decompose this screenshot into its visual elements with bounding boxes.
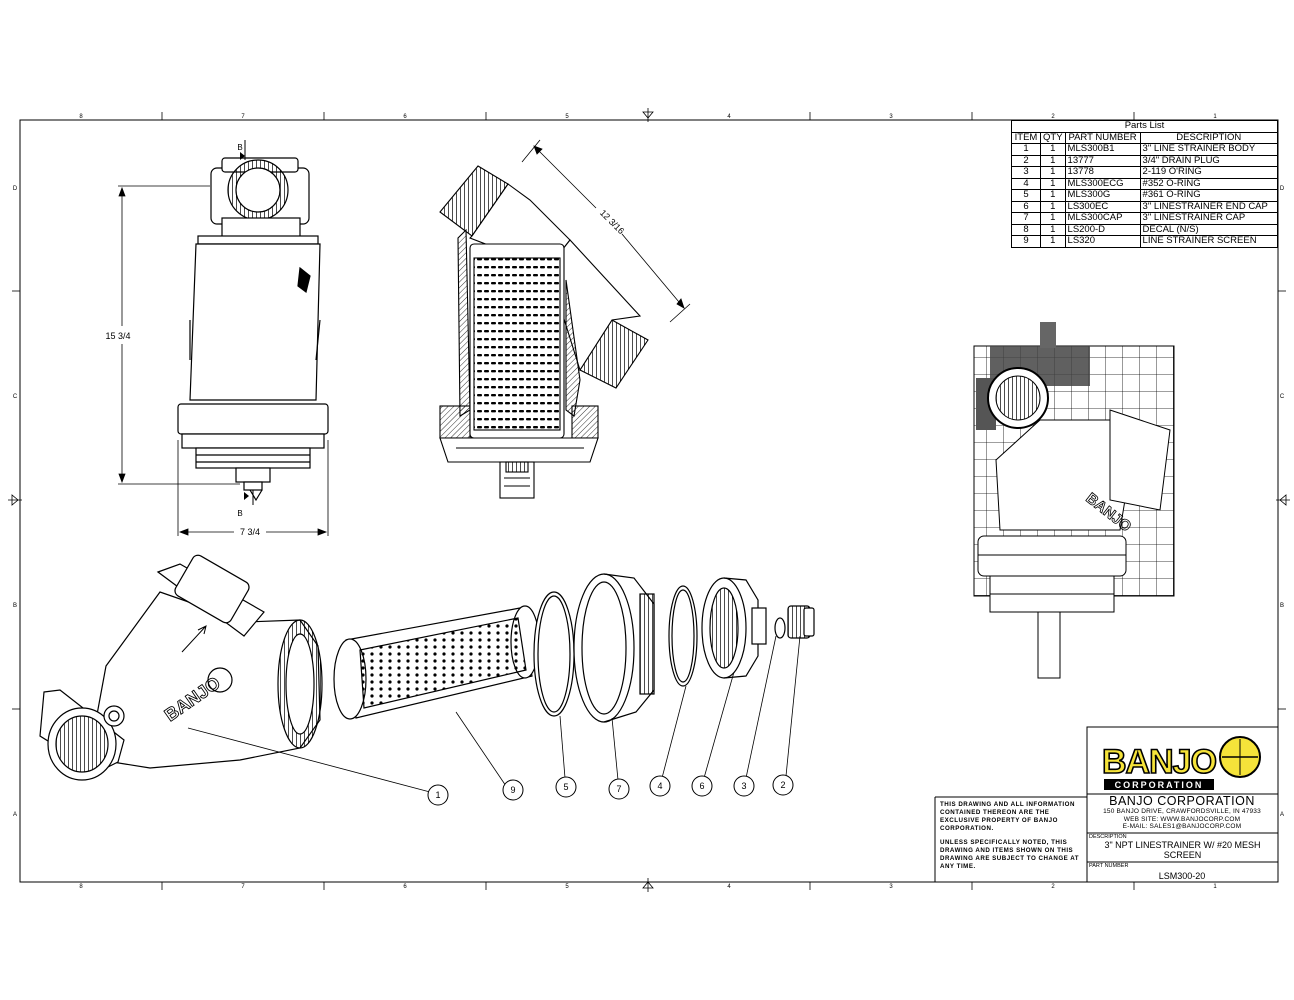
exploded-view — [39, 554, 815, 781]
zone-row-label: C — [13, 394, 18, 400]
part-number-label: PART NUMBER — [1089, 863, 1129, 869]
section-mark-top: B — [237, 143, 242, 152]
front-view — [177, 140, 329, 505]
zone-row-label: D — [1280, 186, 1285, 192]
zone-col-label: 8 — [79, 114, 83, 120]
zone-row-label: B — [1280, 603, 1284, 609]
zone-col-label: 8 — [79, 884, 83, 890]
zone-col-label: 3 — [889, 884, 893, 890]
zone-col-label: 3 — [889, 114, 893, 120]
height-dimension — [118, 185, 240, 485]
svg-text:1: 1 — [435, 790, 440, 800]
svg-text:3: 3 — [741, 781, 746, 791]
width-dimension — [177, 440, 329, 536]
balloon-7: 7 — [608, 778, 630, 800]
zone-ticks — [12, 112, 1286, 890]
zone-row-label: C — [1280, 394, 1285, 400]
balloon-5: 5 — [555, 776, 577, 798]
balloon-1: 1 — [427, 784, 449, 806]
zone-col-label: 4 — [727, 884, 731, 890]
leader-lines — [187, 635, 801, 793]
parts-list-title: Parts List — [1011, 120, 1278, 133]
zone-col-label: 5 — [565, 884, 569, 890]
banjo-logo: BANJO CORPORATION — [1101, 736, 1261, 790]
height-dimension-label: 15 3/4 — [105, 331, 130, 341]
proprietary-notice: THIS DRAWING AND ALL INFORMATION CONTAIN… — [940, 801, 1085, 877]
zone-row-label: B — [13, 603, 17, 609]
balloon-2: 2 — [772, 774, 794, 796]
zone-col-label: 1 — [1213, 114, 1217, 120]
zone-col-label: 1 — [1213, 884, 1217, 890]
section-view — [439, 165, 649, 499]
notice-change: UNLESS SPECIFICALLY NOTED, THIS DRAWING … — [940, 839, 1080, 870]
diagonal-dimension-label: 12 3/16 — [598, 208, 626, 236]
zone-col-label: 7 — [241, 114, 245, 120]
notice-property: THIS DRAWING AND ALL INFORMATION CONTAIN… — [940, 801, 1075, 832]
balloon-9: 9 — [502, 779, 524, 801]
zone-col-label: 2 — [1051, 884, 1055, 890]
svg-text:9: 9 — [510, 785, 515, 795]
sheet-border — [19, 119, 1279, 883]
center-marks — [8, 108, 1290, 892]
balloon-6: 6 — [691, 775, 713, 797]
zone-col-label: 5 — [565, 114, 569, 120]
zone-col-label: 6 — [403, 884, 407, 890]
svg-text:5: 5 — [563, 782, 568, 792]
svg-text:7: 7 — [616, 784, 621, 794]
logo-wordmark: BANJO — [1102, 743, 1217, 781]
company-email: E-MAIL: SALES1@BANJOCORP.COM — [1122, 823, 1242, 830]
isometric-view — [973, 322, 1175, 679]
section-mark-bottom: B — [237, 509, 242, 518]
balloon-3: 3 — [733, 775, 755, 797]
description-label: DESCRIPTION — [1089, 834, 1127, 840]
diagonal-dimension — [521, 139, 691, 323]
svg-text:4: 4 — [657, 781, 662, 791]
zone-col-label: 4 — [727, 114, 731, 120]
zone-col-label: 6 — [403, 114, 407, 120]
title-block-frame — [934, 726, 1279, 883]
logo-subtitle: CORPORATION — [1115, 780, 1204, 790]
header-part-number: PART NUMBER — [1064, 131, 1141, 144]
header-item: ITEM — [1011, 131, 1041, 144]
width-dimension-label: 7 3/4 — [240, 527, 260, 537]
company-website: WEB SITE: WWW.BANJOCORP.COM — [1123, 815, 1241, 823]
zone-col-label: 2 — [1051, 114, 1055, 120]
header-qty: QTY — [1040, 131, 1066, 144]
balloon-4: 4 — [649, 775, 671, 797]
svg-text:2: 2 — [780, 780, 785, 790]
zone-row-label: A — [1280, 812, 1284, 818]
company-address: 150 BANJO DRIVE, CRAWFORDSVILLE, IN 4793… — [1103, 808, 1261, 815]
company-name: BANJO CORPORATION — [1109, 794, 1255, 808]
part-number-value: LSM300-20 — [1158, 871, 1206, 881]
zone-labels: 8 7 6 5 4 3 2 1 8 7 6 5 4 3 2 1 D C B A … — [13, 114, 1285, 890]
zone-row-label: D — [13, 186, 18, 192]
svg-text:6: 6 — [699, 781, 704, 791]
header-description: DESCRIPTION — [1139, 131, 1279, 144]
description-value: 3" NPT LINESTRAINER W/ #20 MESH SCREEN — [1104, 840, 1261, 860]
parts-list: Parts List ITEM QTY PART NUMBER DESCRIPT… — [1011, 120, 1279, 248]
zone-row-label: A — [13, 812, 17, 818]
company-block: BANJO CORPORATION 150 BANJO DRIVE, CRAWF… — [1088, 794, 1276, 831]
parts-list-header: ITEM QTY PART NUMBER DESCRIPTION — [1011, 131, 1279, 144]
zone-col-label: 7 — [241, 884, 245, 890]
